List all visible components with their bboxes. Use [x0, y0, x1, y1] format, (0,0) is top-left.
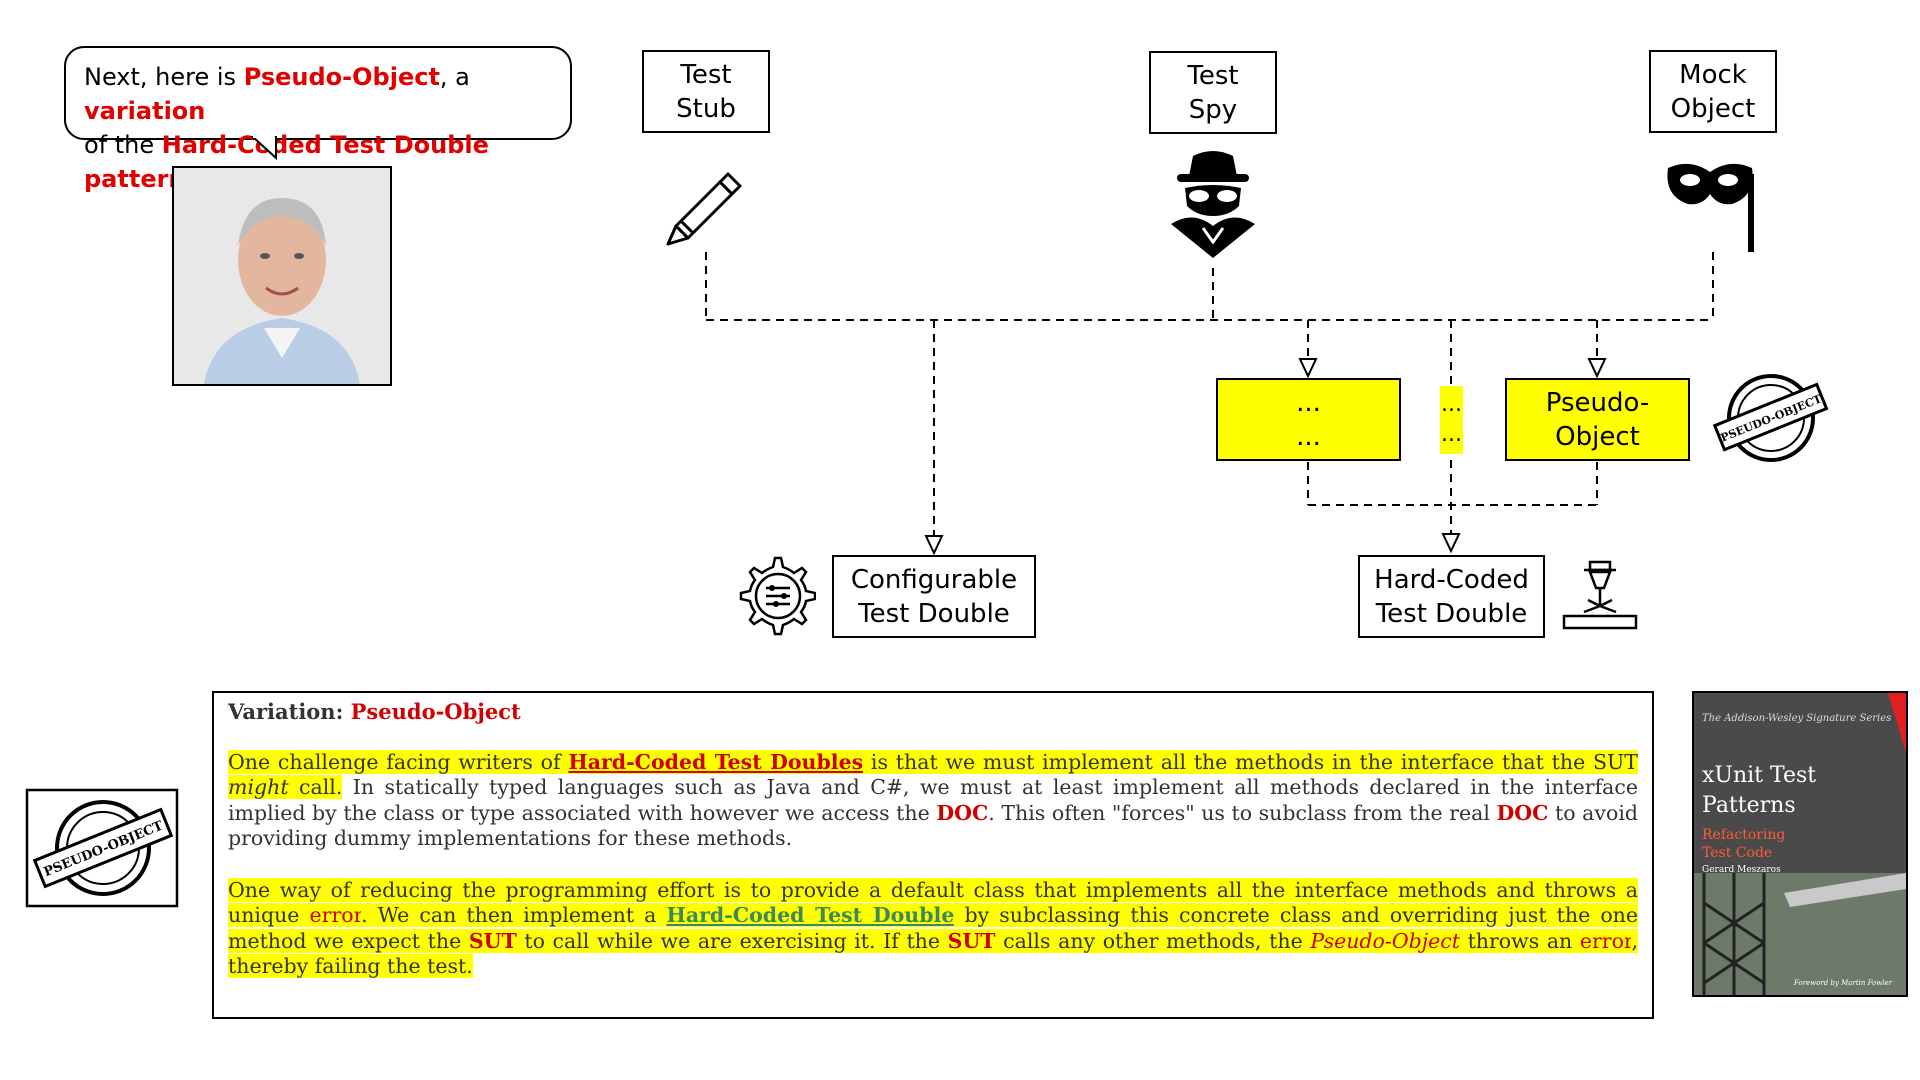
- pencil-icon: [666, 172, 742, 246]
- pseudo-object-box: Pseudo- Object: [1505, 378, 1690, 461]
- stamp-icon: PSEUDO-OBJECT: [1712, 374, 1829, 462]
- book-author: Gerard Meszaros: [1702, 865, 1781, 875]
- bubble-line-2: of the Hard-Coded Test Double pattern.: [84, 131, 489, 193]
- paragraph-2: One way of reducing the programming effo…: [228, 877, 1639, 978]
- book-cover-art: [1694, 693, 1906, 995]
- bubble-tail: [250, 136, 277, 160]
- hard-coded-test-double-link[interactable]: Hard-Coded Test Double: [666, 903, 955, 927]
- more-variations-marker: ... ...: [1440, 386, 1463, 454]
- paragraph-1: One challenge facing writers of Hard-Cod…: [228, 749, 1639, 850]
- book-subtitle-line-2: Test Code: [1702, 845, 1773, 861]
- bubble-line-1: Next, here is Pseudo-Object, a variation: [84, 63, 470, 125]
- test-stub-box: Test Stub: [642, 50, 770, 133]
- configurable-test-double-box: Configurable Test Double: [832, 555, 1036, 638]
- book-subtitle-line-1: Refactoring: [1702, 827, 1786, 843]
- test-spy-box: Test Spy: [1149, 51, 1277, 134]
- mask-icon: [1667, 163, 1754, 252]
- speech-bubble: Next, here is Pseudo-Object, a variation…: [64, 46, 572, 193]
- hard-coded-test-doubles-link[interactable]: Hard-Coded Test Doubles: [568, 749, 864, 774]
- presenter-photo: [172, 166, 392, 386]
- book-series: The Addison-Wesley Signature Series: [1702, 713, 1892, 724]
- mock-object-box: Mock Object: [1649, 50, 1777, 133]
- gear-sliders-icon: [739, 556, 816, 636]
- book-cover: The Addison-Wesley Signature Series xUni…: [1692, 691, 1908, 997]
- spy-icon: [1171, 151, 1255, 258]
- laser-cutter-icon: [1562, 560, 1638, 630]
- book-title-line-1: xUnit Test: [1702, 763, 1817, 788]
- book-title-line-2: Patterns: [1702, 793, 1796, 818]
- book-foreword: Foreword by Martin Fowler: [1794, 979, 1892, 987]
- variation-description-panel: Variation: Pseudo-Object One challenge f…: [212, 691, 1654, 1019]
- unnamed-variation-box: ... ...: [1216, 378, 1401, 461]
- hard-coded-test-double-box: Hard-Coded Test Double: [1358, 555, 1545, 638]
- panel-heading: Variation: Pseudo-Object: [228, 699, 521, 724]
- pseudo-object-stamp-card: PSEUDO-OBJECT: [25, 788, 179, 908]
